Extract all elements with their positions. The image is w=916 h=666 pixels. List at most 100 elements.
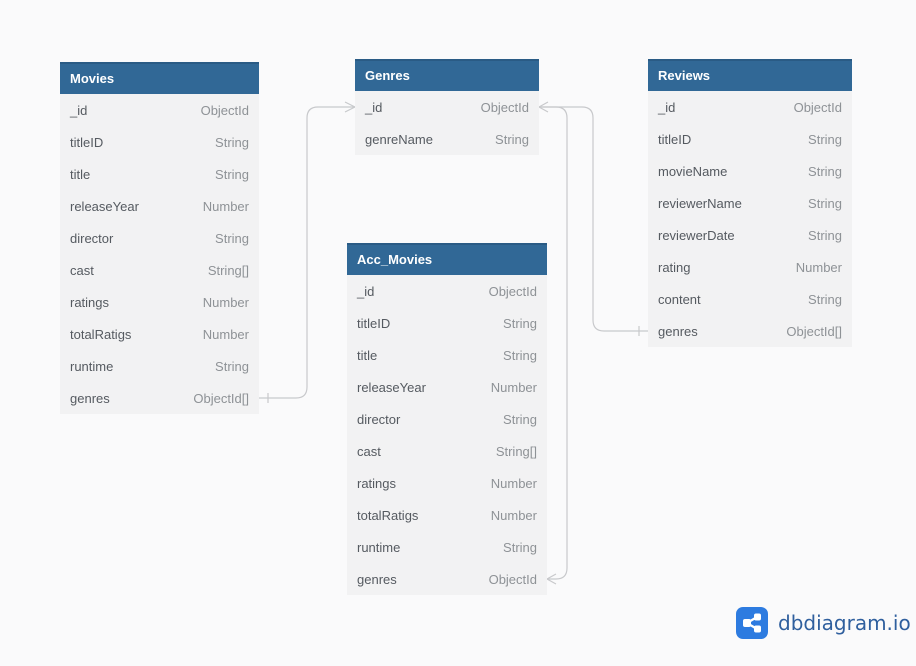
field-type: Number [202, 326, 249, 342]
field-row[interactable]: totalRatigs Number [60, 318, 259, 350]
field-name: rating [658, 259, 691, 275]
field-type: String[] [495, 443, 537, 459]
field-type: String [808, 291, 842, 307]
field-name: ratings [357, 475, 397, 491]
relation-movies-genres [259, 106, 355, 399]
field-row[interactable]: _id ObjectId [347, 275, 547, 307]
field-row[interactable]: title String [60, 158, 259, 190]
field-type: Number [202, 198, 249, 214]
field-row[interactable]: genres ObjectId[] [648, 315, 852, 347]
crow-foot-accmovies [545, 573, 557, 585]
field-row[interactable]: titleID String [648, 123, 852, 155]
table-header-acc-movies[interactable]: Acc_Movies [347, 243, 547, 275]
field-name: genres [70, 390, 110, 406]
field-type: String [503, 411, 537, 427]
field-row[interactable]: genres ObjectId[] [60, 382, 259, 414]
field-name: movieName [658, 163, 728, 179]
field-name: director [357, 411, 401, 427]
field-type: String [215, 134, 249, 150]
field-type: String [495, 131, 529, 147]
table-header-movies[interactable]: Movies [60, 62, 259, 94]
field-type: String [215, 358, 249, 374]
field-name: title [357, 347, 378, 363]
field-type: Number [490, 379, 537, 395]
field-row[interactable]: _id ObjectId [355, 91, 539, 123]
field-row[interactable]: ratings Number [347, 467, 547, 499]
field-name: titleID [658, 131, 692, 147]
dbdiagram-logo[interactable]: dbdiagram.io [736, 607, 911, 639]
field-row[interactable]: title String [347, 339, 547, 371]
field-name: content [658, 291, 701, 307]
field-row[interactable]: director String [60, 222, 259, 254]
field-type: ObjectId [488, 283, 537, 299]
field-name: cast [357, 443, 381, 459]
field-name: titleID [70, 134, 104, 150]
field-type: String [215, 166, 249, 182]
table-genres[interactable]: Genres _id ObjectId genreName String [355, 59, 539, 155]
field-name: cast [70, 262, 94, 278]
field-type: ObjectId[] [193, 390, 249, 406]
table-header-genres[interactable]: Genres [355, 59, 539, 91]
field-row[interactable]: reviewerDate String [648, 219, 852, 251]
field-name: releaseYear [357, 379, 426, 395]
field-row[interactable]: releaseYear Number [347, 371, 547, 403]
field-type: Number [202, 294, 249, 310]
field-row[interactable]: director String [347, 403, 547, 435]
field-name: runtime [357, 539, 401, 555]
field-name: _id [70, 102, 88, 118]
field-row[interactable]: genreName String [355, 123, 539, 155]
field-name: runtime [70, 358, 114, 374]
field-row[interactable]: cast String[] [347, 435, 547, 467]
field-name: genreName [365, 131, 433, 147]
field-name: title [70, 166, 91, 182]
field-type: ObjectId[] [786, 323, 842, 339]
field-type: ObjectId [480, 99, 529, 115]
field-name: _id [365, 99, 383, 115]
field-row[interactable]: content String [648, 283, 852, 315]
field-row[interactable]: runtime String [347, 531, 547, 563]
field-type: ObjectId [793, 99, 842, 115]
field-type: String [503, 347, 537, 363]
field-type: Number [795, 259, 842, 275]
crow-foot-genres-left [344, 101, 356, 113]
field-type: String [808, 227, 842, 243]
share-nodes-icon [736, 607, 768, 639]
table-header-reviews[interactable]: Reviews [648, 59, 852, 91]
field-name: reviewerName [658, 195, 742, 211]
logo-text: dbdiagram.io [778, 611, 911, 635]
field-type: String[] [207, 262, 249, 278]
field-name: reviewerDate [658, 227, 735, 243]
field-type: String [808, 195, 842, 211]
field-name: genres [658, 323, 698, 339]
relation-reviews-genres [539, 106, 648, 332]
field-row[interactable]: reviewerName String [648, 187, 852, 219]
field-name: genres [357, 571, 397, 587]
field-row[interactable]: rating Number [648, 251, 852, 283]
field-type: String [503, 539, 537, 555]
field-row[interactable]: genres ObjectId [347, 563, 547, 595]
field-row[interactable]: runtime String [60, 350, 259, 382]
field-type: Number [490, 507, 537, 523]
field-name: ratings [70, 294, 110, 310]
field-type: ObjectId [488, 571, 537, 587]
field-row[interactable]: cast String[] [60, 254, 259, 286]
field-row[interactable]: ratings Number [60, 286, 259, 318]
field-name: director [70, 230, 114, 246]
field-type: String [808, 131, 842, 147]
field-name: totalRatigs [70, 326, 132, 342]
field-type: String [215, 230, 249, 246]
field-type: Number [490, 475, 537, 491]
field-row[interactable]: titleID String [60, 126, 259, 158]
field-name: _id [357, 283, 375, 299]
field-name: titleID [357, 315, 391, 331]
